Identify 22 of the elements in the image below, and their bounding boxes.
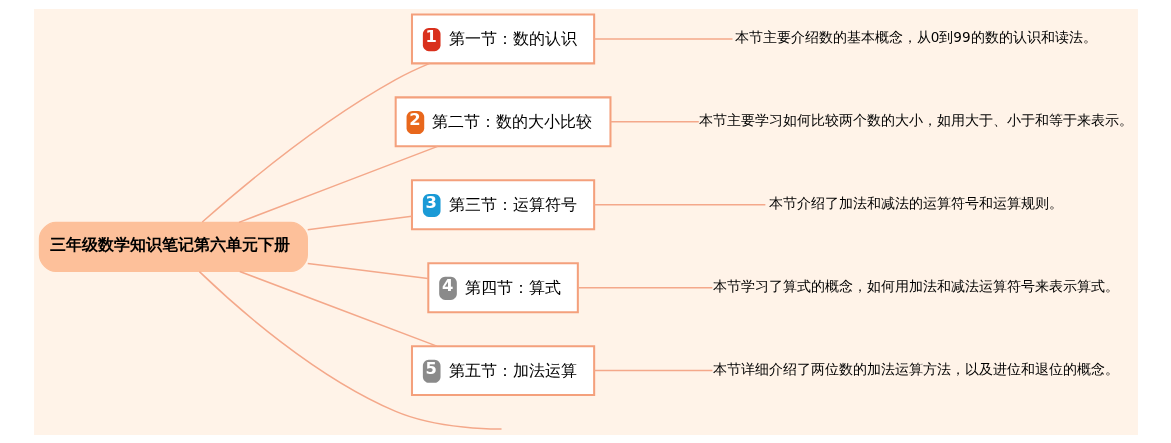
node-box: 1 第一节：数的认识 <box>410 12 595 64</box>
node-text: 本节详细介绍了两位数的加法运算方法，以及进位和退位的概念。 <box>712 360 1119 377</box>
node-box: 4 第四节：算式 <box>426 261 579 313</box>
node-box: 5 第五节：加法运算 <box>410 344 595 396</box>
connector <box>576 286 713 288</box>
node-text: 本节学习了算式的概念，如何用加法和减法运算符号来表示算式。 <box>712 277 1119 294</box>
node-text: 本节主要介绍数的基本概念，从0到99的数的认识和读法。 <box>734 28 1097 45</box>
connector <box>593 369 713 371</box>
connector <box>593 203 766 205</box>
connector <box>238 270 438 347</box>
connector <box>306 215 413 230</box>
connector <box>237 145 438 223</box>
connector <box>198 270 502 430</box>
connector <box>609 120 700 123</box>
node-box: 3 第三节：运算符号 <box>410 178 595 230</box>
connector <box>306 262 429 279</box>
connector <box>201 62 430 223</box>
node-box: 三年级数学知识笔记第六单元下册 <box>38 221 308 272</box>
node-text: 本节主要学习如何比较两个数的大小，如用大于、小于和等于来表示。 <box>698 111 1133 128</box>
node-box: 2 第二节：数的大小比较 <box>394 95 611 147</box>
node-text: 本节介绍了加法和减法的运算符号和运算规则。 <box>768 194 1063 211</box>
connector <box>593 37 733 40</box>
